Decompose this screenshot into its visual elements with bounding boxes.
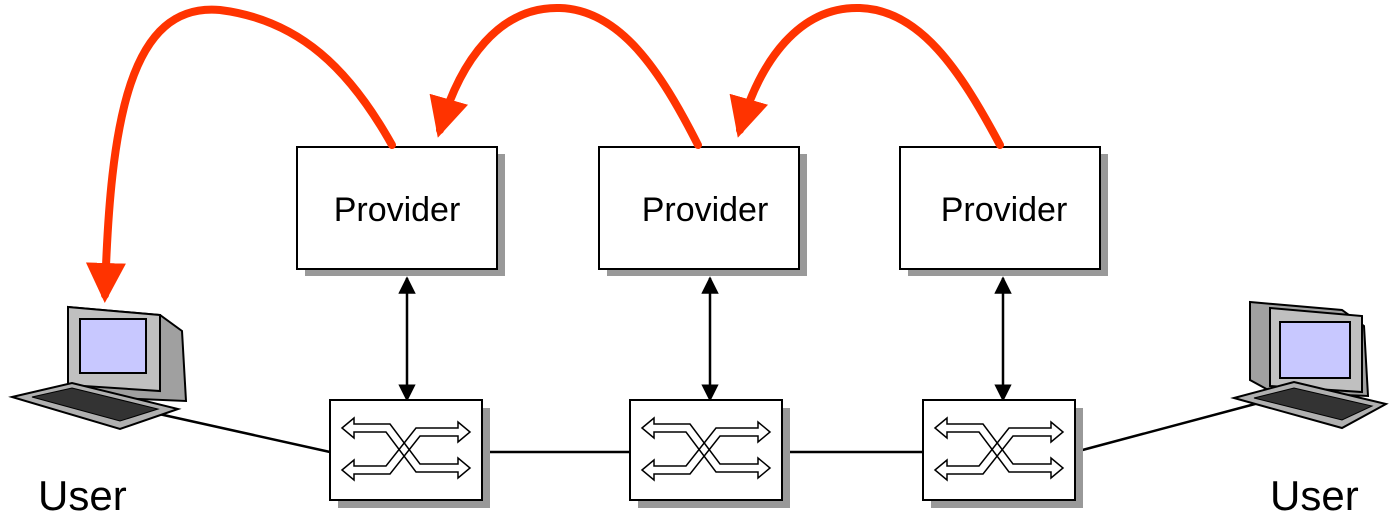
redirect-arrow-provider1-to-user [85, 5, 396, 303]
provider-box-3: Provider [899, 146, 1108, 276]
link-switch3-right-user [1074, 398, 1271, 454]
provider-switch-connectors [398, 276, 1012, 402]
provider-label-2: Provider [642, 191, 769, 229]
redirect-arrow-provider2-to-provider1 [429, 3, 702, 149]
switch-icon [329, 399, 490, 508]
computer-icon [1230, 300, 1389, 430]
user-label-left: User [38, 472, 127, 519]
computer-icon [8, 305, 188, 431]
provider-label-3: Provider [941, 191, 1068, 229]
switch-icon [629, 399, 790, 508]
redirect-arrows [85, 3, 1004, 303]
link-left-user-switch1 [149, 410, 331, 454]
redirect-arrow-provider3-to-provider2 [729, 3, 1004, 149]
network-links [149, 398, 1271, 454]
switch-icon [922, 399, 1083, 508]
provider-label-1: Provider [334, 191, 461, 229]
provider-box-1: Provider [296, 146, 505, 276]
user-label-right: User [1270, 472, 1359, 519]
provider-box-2: Provider [598, 146, 807, 276]
